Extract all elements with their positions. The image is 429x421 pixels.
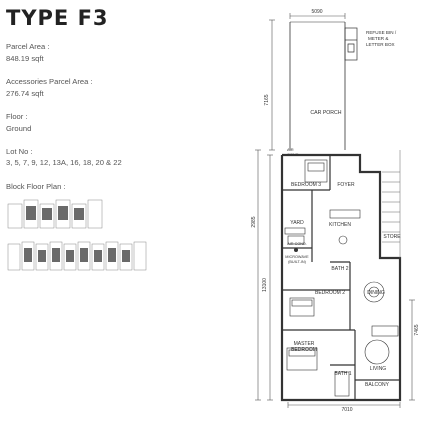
- refuse-label-line1: REFUSE BIN /: [366, 30, 397, 35]
- label-bedroom2: BEDROOM 2: [315, 290, 345, 296]
- refuse-label-line3: LETTER BOX: [366, 42, 395, 47]
- label-bedroom3: BEDROOM 3: [291, 182, 321, 188]
- refuse-bin-area: [344, 27, 358, 61]
- side-steps: [382, 150, 401, 258]
- label-microwave-line1: MICROWAVE: [285, 255, 309, 259]
- label-living: LIVING: [370, 366, 387, 372]
- label-yard: YARD: [290, 220, 304, 226]
- label-balcony: BALCONY: [365, 382, 390, 388]
- label-air-cond-line2: COND.: [287, 152, 300, 157]
- dim-left-mid: 2985: [251, 216, 257, 227]
- label-master-bedroom-line1: MASTER: [294, 341, 315, 347]
- label-bath1: BATH 1: [334, 371, 351, 377]
- parcel-area-label: Parcel Area :: [6, 42, 50, 51]
- dim-left-top: 7165: [264, 94, 270, 105]
- floor-label: Floor :: [6, 112, 28, 121]
- label-air-cond-2: AIR COND.: [287, 242, 307, 246]
- accessories-area-value: 276.74 sqft: [6, 89, 44, 98]
- block-row-top-highlight: [26, 206, 84, 220]
- accessories-area-label: Accessories Parcel Area :: [6, 77, 93, 86]
- block-floor-plan-label: Block Floor Plan :: [6, 182, 66, 191]
- label-air-cond-line1: AIR: [287, 147, 294, 152]
- label-store: STORE: [383, 234, 401, 240]
- dim-top-width: 5090: [311, 9, 322, 15]
- label-master-bedroom-line2: BEDROOM: [291, 347, 317, 353]
- parcel-area-value: 848.19 sqft: [6, 54, 44, 63]
- label-kitchen: KITCHEN: [329, 222, 351, 228]
- lot-no-label: Lot No :: [6, 147, 33, 156]
- label-microwave-line2: (BUILT-IN): [288, 260, 307, 264]
- interior-walls: [282, 155, 400, 400]
- furniture: [284, 159, 399, 397]
- label-car-porch: CAR PORCH: [310, 110, 341, 116]
- dim-left-bottom: 13100: [262, 278, 268, 292]
- page-title: TYPE F3: [6, 6, 109, 30]
- appliance-dot: [294, 248, 298, 252]
- dim-bottom-width: 7010: [341, 407, 352, 413]
- floor-value: Ground: [6, 124, 32, 133]
- block-floor-plan-diagram: [7, 199, 147, 271]
- label-bath2: BATH 2: [331, 266, 348, 272]
- dim-right-bottom: 7465: [414, 324, 420, 335]
- label-foyer: FOYER: [337, 182, 355, 188]
- dimension-lines: [255, 13, 415, 408]
- label-dining: DINING: [367, 290, 385, 296]
- refuse-label-line2: METER &: [368, 36, 388, 41]
- block-row-bottom-highlight: [24, 248, 130, 262]
- lot-no-value: 3, 5, 7, 9, 12, 13A, 16, 18, 20 & 22: [6, 158, 122, 167]
